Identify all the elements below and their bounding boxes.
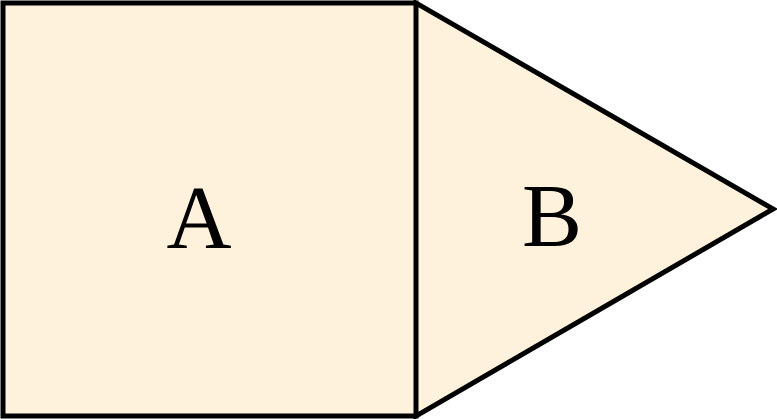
triangle-shape: B [413,0,777,419]
triangle-outline [413,0,777,419]
square-label: A [167,169,232,268]
square-outline [0,0,419,419]
triangle-label: B [522,167,582,266]
square-shape: A [0,0,419,419]
